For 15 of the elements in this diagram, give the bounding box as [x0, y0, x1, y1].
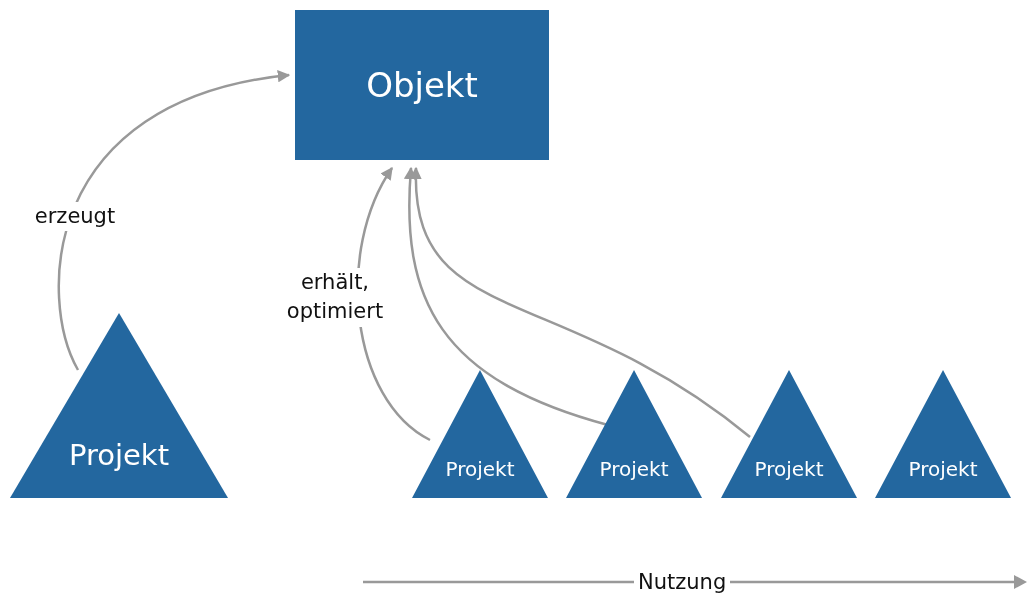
- node-label: Objekt: [366, 65, 478, 105]
- node-label: Projekt: [599, 456, 669, 481]
- curved-arrow: [57, 70, 291, 371]
- node-label: Projekt: [908, 456, 978, 481]
- node-label: Projekt: [445, 456, 515, 481]
- triangle-node: [721, 370, 857, 498]
- curved-arrow: [404, 166, 609, 427]
- triangle-node: [875, 370, 1011, 498]
- triangle-node: [566, 370, 702, 498]
- node-label: Projekt: [68, 438, 170, 473]
- triangle-node: [10, 313, 228, 498]
- node-label: Projekt: [754, 456, 824, 481]
- process-box: [295, 10, 549, 160]
- triangle-node: [412, 370, 548, 498]
- curved-arrow: [410, 166, 751, 438]
